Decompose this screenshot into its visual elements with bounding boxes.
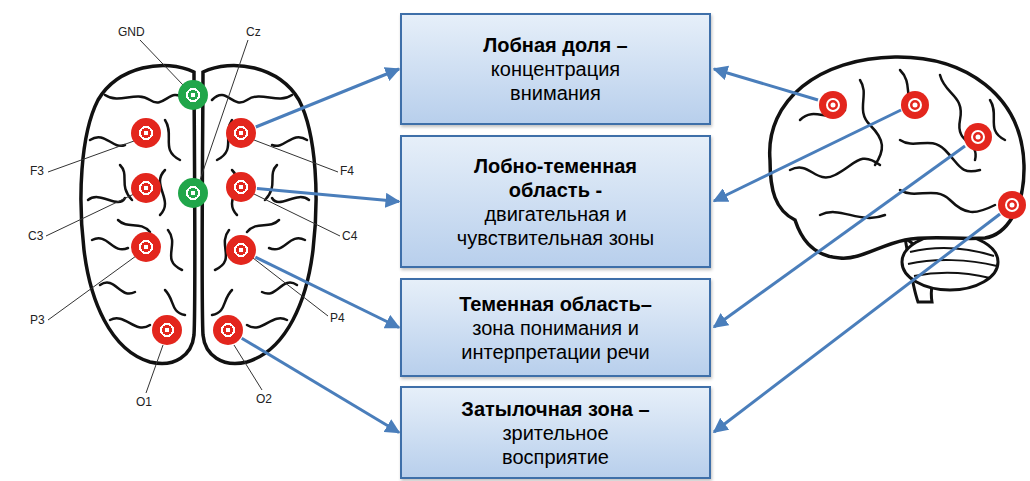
- leader-lines: [46, 40, 340, 393]
- brain-top-view: [81, 65, 316, 363]
- electrode: C4: [226, 172, 256, 202]
- electrode: C3: [131, 173, 161, 203]
- electrode: F3: [131, 118, 161, 148]
- electrode-label: F4: [340, 164, 354, 178]
- region-box: Лобная доля –концентрация внимания: [400, 13, 711, 125]
- region-box: Лобно-теменная область -двигательная и ч…: [400, 135, 711, 268]
- electrode-label: C4: [342, 229, 357, 243]
- connector-arrow: [255, 257, 399, 327]
- electrode-label: F3: [30, 164, 44, 178]
- region-description: зрительное восприятие: [450, 421, 661, 469]
- side-electrodes: [819, 91, 1026, 219]
- electrode: O2: [213, 315, 243, 345]
- region-box: Теменная область–зона понимания и интерп…: [400, 278, 711, 377]
- region-heading: Затылочная зона –: [461, 397, 649, 421]
- connector-arrow: [257, 188, 399, 201]
- electrode-label: O2: [256, 392, 272, 406]
- electrode-label: Cz: [246, 25, 261, 39]
- side-arrows: [714, 69, 1000, 432]
- region-heading: Лобно-теменная область -: [450, 154, 661, 202]
- connector-arrow: [256, 69, 399, 127]
- electrode: P4: [226, 235, 256, 265]
- electrode-label: P3: [30, 313, 45, 327]
- electrode: P3: [131, 232, 161, 262]
- region-description: концентрация внимания: [450, 57, 661, 105]
- electrode: F4: [226, 118, 256, 148]
- electrode-label: C3: [28, 229, 43, 243]
- region-heading: Теменная область–: [459, 292, 652, 316]
- electrode-label: O1: [136, 395, 152, 409]
- electrode: GND: [178, 80, 208, 110]
- electrode: Cz: [178, 178, 208, 208]
- electrode-label: P4: [330, 311, 345, 325]
- electrode: O1: [152, 315, 182, 345]
- connector-arrow: [242, 338, 399, 432]
- region-heading: Лобная доля –: [483, 33, 628, 57]
- region-description: зона понимания и интерпретации речи: [450, 316, 661, 364]
- region-description: двигательная и чувствительная зоны: [450, 202, 661, 250]
- region-box: Затылочная зона –зрительное восприятие: [400, 386, 711, 479]
- brain-side-view: [770, 57, 1024, 302]
- electrode-label: GND: [118, 25, 145, 39]
